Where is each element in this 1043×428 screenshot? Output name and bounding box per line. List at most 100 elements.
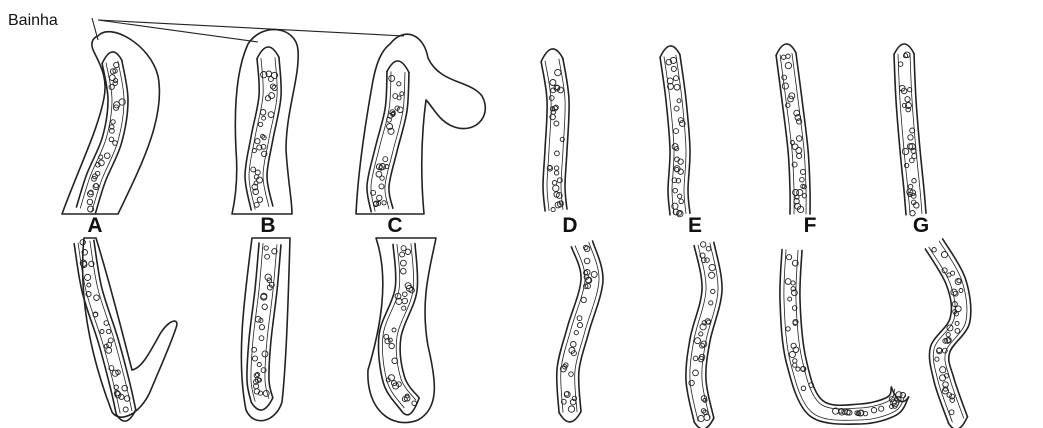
granule [87,199,92,204]
granule [389,343,394,348]
granule [797,189,803,195]
granule [255,139,260,144]
granule [793,363,797,367]
granule [379,184,384,189]
granule [781,55,785,59]
granule [259,325,264,330]
granule [263,390,269,396]
granule [674,129,679,134]
granule [695,338,701,344]
granule [383,157,388,162]
granule [940,375,946,381]
granule [258,122,262,126]
body-outline [367,71,387,211]
granule [259,336,264,341]
inner-wall [561,246,585,412]
granule [400,252,405,257]
granule [554,121,559,126]
specimen-label-e: E [680,214,710,238]
granule [908,135,913,140]
granule [577,316,582,321]
granule [951,271,955,275]
granule [953,291,958,296]
granule [932,248,936,252]
granule [412,401,417,406]
body-end [559,411,581,421]
body-outline [800,250,891,405]
granule [957,279,961,283]
granule [671,66,676,71]
granule [268,77,273,82]
body-outline [400,244,419,398]
specimen-label-c: C [380,214,410,238]
granule [397,82,401,86]
granule [257,197,262,202]
granule [678,194,682,198]
sheath-leader [98,20,258,42]
granule [699,332,703,336]
granule [569,372,574,377]
granule [787,255,792,260]
granule [793,359,797,363]
granule [564,392,568,396]
granule [791,281,795,285]
granule [257,177,263,183]
granule [577,323,582,328]
granule [800,169,805,174]
granule [955,321,959,325]
granule [782,75,787,80]
body-end [894,44,914,54]
granule [947,325,953,331]
granule [113,81,117,85]
granule [552,181,557,186]
body-outline [925,249,951,423]
granule [912,179,916,183]
granule [260,110,266,116]
granule [555,151,560,156]
granule [264,246,268,250]
body-end [257,47,279,59]
granule [553,185,559,191]
body-outline [94,240,136,409]
granule [788,297,792,301]
inner-wall [796,250,895,409]
body-outline [74,244,116,415]
body-outline [686,246,702,422]
body-end [660,46,680,57]
granule [709,301,713,305]
body-outline [894,54,906,214]
granule [107,329,111,333]
sheath-leader [98,20,404,36]
granule [796,367,800,371]
granule [112,370,118,376]
inner-wall [385,72,405,208]
sheath-outline [232,30,298,214]
body-end [102,52,122,64]
granule [108,338,113,343]
granule [955,328,960,333]
larva-c [356,34,485,422]
granule [382,201,386,205]
granule [701,242,706,247]
granule [908,184,913,189]
sheath-leader-lines [92,18,404,42]
granule [568,406,574,412]
granule [584,258,590,264]
granule [405,249,410,254]
granule [698,415,704,421]
granule [550,80,556,86]
granule [571,342,577,348]
granule [914,203,920,209]
granule [113,141,118,146]
body-outline [541,62,547,211]
granule [558,87,564,93]
granule [943,348,948,353]
granule [574,331,578,335]
granule [401,268,407,274]
granule [262,304,267,309]
granule [800,177,805,182]
granule [265,254,270,259]
granule [402,298,408,304]
granule [265,274,271,280]
